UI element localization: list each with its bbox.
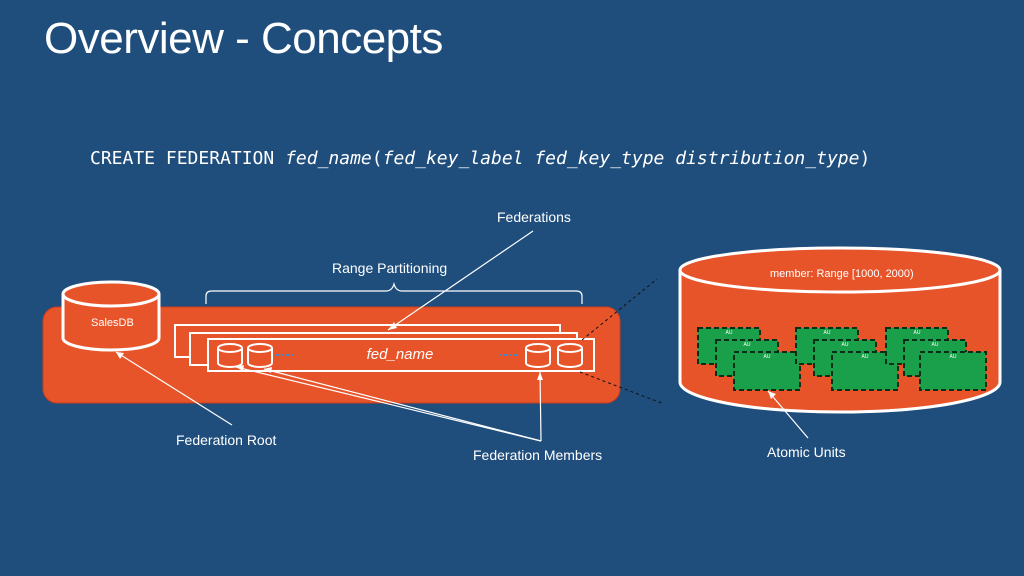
member-range-label: member: Range [1000, 2000) — [770, 268, 914, 280]
fed-name-label: fed_name — [366, 346, 434, 363]
atomic-unit-labels: AU AU AU AU AU AU AU AU AU — [726, 330, 957, 360]
federation-root-arrow — [115, 351, 233, 426]
au-label: AU — [842, 342, 849, 348]
salesdb-label: SalesDB — [91, 317, 134, 329]
code-fed-name: fed_name — [285, 148, 372, 169]
atomic-units-arrow — [767, 390, 809, 439]
atomic-unit-group-3 — [885, 327, 987, 391]
zoom-line-top — [581, 278, 658, 341]
range-partitioning-label: Range Partitioning — [332, 260, 448, 276]
au-label: AU — [950, 354, 957, 360]
federations-label: Federations — [497, 209, 571, 225]
page-title: Overview - Concepts — [44, 14, 443, 63]
au-label: AU — [764, 354, 771, 360]
members-arrow-left — [235, 366, 542, 442]
annotation-arrows — [115, 230, 809, 442]
member-cylinder-icon — [217, 343, 583, 368]
code-keyword: CREATE FEDERATION — [90, 148, 286, 169]
au-label: AU — [744, 342, 751, 348]
atomic-unit-group-1 — [697, 327, 801, 391]
au-label: AU — [914, 330, 921, 336]
code-args: fed_key_label fed_key_type distribution_… — [382, 148, 860, 169]
au-label: AU — [824, 330, 831, 336]
au-label: AU — [862, 354, 869, 360]
members-arrow-right — [539, 371, 542, 442]
code-close-paren: ) — [859, 148, 871, 169]
atomic-units-label: Atomic Units — [767, 444, 846, 460]
salesdb-cylinder-icon — [61, 280, 161, 352]
au-label: AU — [932, 342, 939, 348]
federation-members-label: Federation Members — [473, 447, 603, 463]
au-label: AU — [726, 330, 733, 336]
create-federation-statement: CREATE FEDERATION fed_name(fed_key_label… — [90, 148, 870, 169]
code-open-paren: ( — [371, 148, 383, 169]
federation-root-label: Federation Root — [176, 432, 277, 448]
range-partitioning-brace — [205, 281, 583, 304]
arrowheads — [116, 322, 776, 399]
members-arrow-left-2 — [263, 368, 542, 442]
zoom-line-bottom — [579, 371, 665, 405]
federations-arrow — [387, 230, 534, 331]
